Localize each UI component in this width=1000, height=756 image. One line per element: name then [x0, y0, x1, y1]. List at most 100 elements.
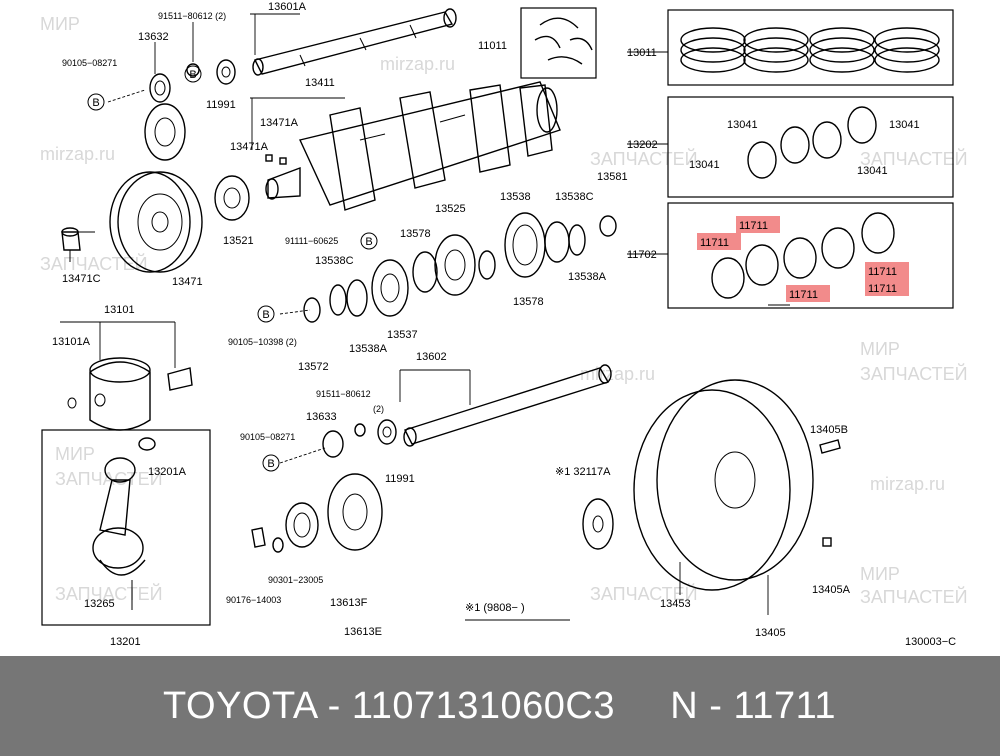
key-13471A: [279, 157, 287, 165]
part-label: 90105−10398 (2): [228, 337, 297, 347]
watermark-text: ЗАПЧАСТЕЙ: [860, 363, 968, 384]
highlight-11711: [736, 216, 780, 233]
part-label: 13632: [138, 31, 169, 43]
part-label: 13578: [400, 228, 431, 240]
watermark-text: ЗАПЧАСТЕЙ: [590, 583, 698, 604]
part-label: 13011: [627, 47, 657, 59]
part-label: 13525: [435, 203, 466, 215]
watermark-layer: МИР mirzap.ru mirzap.ru ЗАПЧАСТЕЙ ЗАПЧАС…: [40, 14, 968, 607]
part-label: 91111−60625: [285, 236, 338, 246]
part-label: 13613F: [330, 597, 368, 609]
part-label: 13202: [627, 139, 658, 151]
watermark-text: mirzap.ru: [580, 364, 655, 384]
watermark-text: ЗАПЧАСТЕЙ: [860, 148, 968, 169]
watermark-text: ЗАПЧАСТЕЙ: [40, 253, 148, 274]
part-label: 13538: [500, 191, 531, 203]
watermark-text: mirzap.ru: [380, 54, 455, 74]
leader-lines: [60, 13, 790, 621]
part-label: 13041: [689, 159, 720, 171]
svg-text:B: B: [365, 236, 372, 248]
flywheel-13405: [582, 379, 841, 591]
part-label: 13411: [305, 77, 335, 89]
b-marker: B: [184, 65, 202, 83]
part-labels: 13601A 91511−80612 (2) 13632 90105−08271…: [52, 1, 956, 648]
watermark-text: ЗАПЧАСТЕЙ: [590, 148, 698, 169]
gear-13521: [214, 175, 250, 221]
part-label: 13265: [84, 598, 115, 610]
part-label: 11711: [868, 266, 897, 278]
svg-text:B: B: [267, 458, 274, 470]
watermark-text: МИР: [55, 444, 95, 464]
part-label: 13041: [857, 165, 888, 177]
watermark-text: МИР: [40, 14, 80, 34]
b-marker: B: [360, 232, 378, 250]
part-label: 11711: [700, 237, 729, 249]
part-label: 13538A: [568, 271, 607, 283]
part-label: 13405: [755, 627, 786, 639]
svg-text:B: B: [92, 97, 99, 109]
part-label: 13471: [172, 276, 203, 288]
part-label: 13471C: [62, 273, 101, 285]
part-label: 90301−23005: [268, 575, 323, 585]
part-label: 13471A: [260, 117, 299, 129]
part-label: ※1 32117A: [555, 466, 611, 478]
part-label: 13405A: [812, 584, 851, 596]
part-label: 90176−14003: [226, 595, 281, 605]
washer-11991a: [186, 59, 236, 85]
key-13471A: [265, 154, 273, 162]
part-label: ※1 (9808− ): [465, 602, 525, 614]
watermark-text: ЗАПЧАСТЕЙ: [860, 586, 968, 607]
connecting-rod-13201: [41, 429, 211, 626]
thrust-washer-11011: [520, 7, 597, 79]
part-label: (2): [373, 404, 384, 414]
crank-bearing-set-11702: [667, 202, 954, 309]
part-label: 13201: [110, 636, 141, 648]
caption-bar: TOYOTA - 1107131060C3 N - 11711: [0, 656, 1000, 756]
part-label: 11711: [739, 220, 768, 232]
highlight-11711: [786, 285, 830, 302]
gear-13633: [322, 419, 397, 458]
part-label: 91511−80612: [316, 389, 371, 399]
balance-shaft-13602: [403, 364, 612, 447]
part-label: 11711: [789, 289, 818, 301]
part-label: 11991: [206, 99, 236, 111]
part-label: 13405B: [810, 424, 848, 436]
balance-shaft-13601A: [252, 8, 457, 76]
crankshaft-13411: [265, 81, 561, 211]
part-label: 13471A: [230, 141, 269, 153]
part-label: 13101A: [52, 336, 91, 348]
part-label: 13521: [223, 235, 254, 247]
part-label: 13601A: [268, 1, 307, 13]
b-marker: B: [87, 93, 105, 111]
highlight-11711: [865, 262, 909, 279]
svg-text:B: B: [262, 309, 269, 321]
gear-13632: [144, 73, 186, 161]
part-label: 13578: [513, 296, 544, 308]
part-label: 11991: [385, 473, 415, 485]
part-label: 13602: [416, 351, 447, 363]
svg-text:B: B: [189, 69, 196, 81]
part-label: 13101: [104, 304, 135, 316]
watermark-text: ЗАПЧАСТЕЙ: [55, 583, 163, 604]
b-marker: B: [262, 454, 280, 472]
piston-13101: [67, 357, 193, 431]
part-label: 13572: [298, 361, 329, 373]
part-label: 13041: [889, 119, 920, 131]
part-label: 13613E: [344, 626, 382, 638]
part-label: 11702: [627, 249, 657, 261]
part-label: 13538A: [349, 343, 388, 355]
parts-diagram: МИР mirzap.ru mirzap.ru ЗАПЧАСТЕЙ ЗАПЧАС…: [40, 1, 968, 648]
piston-ring-set-13011: [667, 9, 954, 86]
part-label: 13453: [660, 598, 691, 610]
part-label: 11711: [868, 283, 897, 295]
part-label: 13538C: [555, 191, 594, 203]
part-label: 13633: [306, 411, 337, 423]
part-label: 130003−C: [905, 636, 956, 648]
oil-pump-parts: [303, 212, 617, 323]
gear-13613: [251, 473, 383, 553]
highlight-11711: [697, 233, 741, 250]
watermark-text: МИР: [860, 564, 900, 584]
part-label: 13041: [727, 119, 758, 131]
part-label: 13201A: [148, 466, 187, 478]
watermark-text: mirzap.ru: [40, 144, 115, 164]
